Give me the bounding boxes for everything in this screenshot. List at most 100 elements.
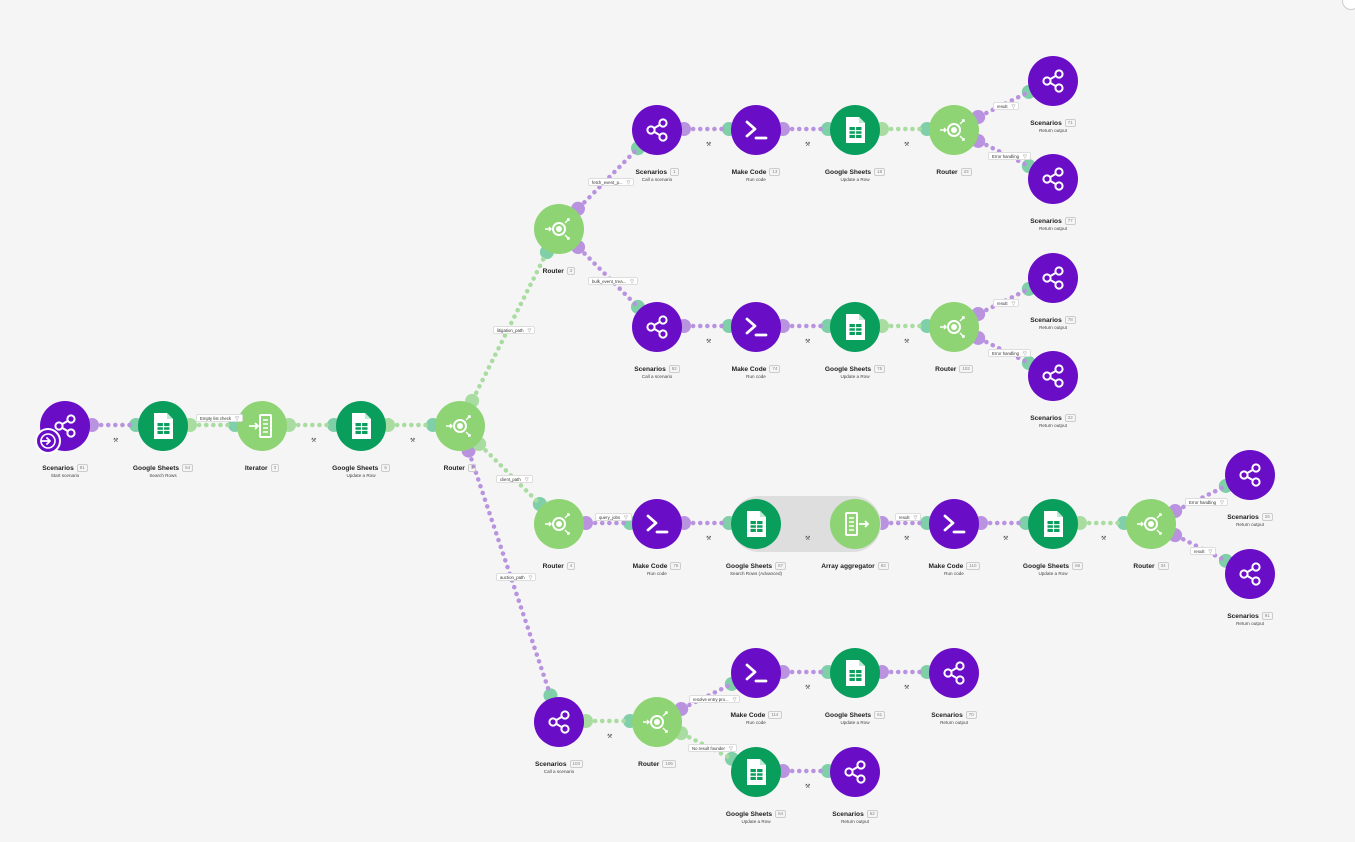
share-icon[interactable] [632, 105, 682, 155]
filter-label[interactable]: Error handling▽ [988, 349, 1031, 357]
wrench-icon[interactable]: ⚒ [1003, 536, 1009, 542]
spreadsheet-icon[interactable] [336, 401, 386, 451]
filter-label[interactable]: auction_path▽ [496, 573, 537, 581]
share-icon[interactable] [1028, 56, 1078, 106]
terminal-icon[interactable] [731, 302, 781, 352]
router-icon[interactable] [1126, 499, 1176, 549]
filter-label[interactable]: No result founder▽ [688, 744, 737, 752]
filter-funnel-icon[interactable]: ▽ [527, 328, 532, 334]
connection-m5-m6[interactable] [470, 251, 549, 402]
wrench-icon[interactable]: ⚒ [904, 142, 910, 148]
filter-funnel-icon[interactable]: ▽ [1011, 301, 1016, 307]
wrench-icon[interactable]: ⚒ [113, 438, 119, 444]
share-icon[interactable] [1028, 154, 1078, 204]
wrench-icon[interactable]: ⚒ [904, 339, 910, 345]
filter-label[interactable]: Error handling▽ [988, 152, 1031, 160]
filter-label[interactable]: result▽ [1190, 547, 1217, 555]
filter-label[interactable]: fetch_event_p...▽ [588, 178, 635, 186]
wrench-icon[interactable]: ⚒ [805, 339, 811, 345]
wrench-icon[interactable]: ⚒ [805, 536, 811, 542]
wrench-icon[interactable]: ⚒ [904, 536, 910, 542]
filter-label[interactable]: query_jobs▽ [595, 513, 632, 521]
filter-funnel-icon[interactable]: ▽ [728, 746, 733, 752]
spreadsheet-icon[interactable] [830, 302, 880, 352]
share-icon[interactable] [632, 302, 682, 352]
filter-funnel-icon[interactable]: ▽ [626, 180, 631, 186]
filter-label[interactable]: Error handling▽ [1185, 498, 1228, 506]
router-icon[interactable] [534, 204, 584, 254]
filter-funnel-icon[interactable]: ▽ [913, 515, 918, 521]
share-icon[interactable] [1028, 351, 1078, 401]
router-icon[interactable] [435, 401, 485, 451]
router-icon[interactable] [534, 499, 584, 549]
terminal-icon[interactable] [632, 499, 682, 549]
iterator-icon[interactable] [237, 401, 287, 451]
wrench-icon[interactable]: ⚒ [805, 685, 811, 691]
share-icon[interactable] [929, 648, 979, 698]
start-trigger-icon[interactable] [35, 428, 61, 454]
filter-funnel-icon[interactable]: ▽ [524, 477, 529, 483]
filter-funnel-icon[interactable]: ▽ [624, 515, 628, 521]
wrench-icon[interactable]: ⚒ [805, 784, 811, 790]
share-icon[interactable] [534, 697, 584, 747]
spreadsheet-icon[interactable] [731, 499, 781, 549]
wrench-icon[interactable]: ⚒ [706, 536, 712, 542]
spreadsheet-icon[interactable] [1028, 499, 1078, 549]
wrench-icon[interactable]: ⚒ [904, 685, 910, 691]
wrench-icon[interactable]: ⚒ [805, 142, 811, 148]
filter-funnel-icon[interactable]: ▽ [1023, 154, 1027, 160]
wrench-icon[interactable]: ⚒ [410, 438, 416, 444]
aggregator-icon[interactable] [830, 499, 880, 549]
filter-funnel-icon[interactable]: ▽ [1208, 549, 1213, 555]
filter-label[interactable]: client_path▽ [496, 475, 533, 483]
filter-funnel-icon[interactable]: ▽ [1220, 500, 1224, 506]
spreadsheet-icon[interactable] [830, 105, 880, 155]
filter-funnel-icon[interactable]: ▽ [235, 416, 239, 422]
spreadsheet-icon[interactable] [138, 401, 188, 451]
filter-funnel-icon[interactable]: ▽ [1011, 104, 1016, 110]
router-icon[interactable] [929, 105, 979, 155]
wrench-icon[interactable]: ⚒ [607, 734, 613, 740]
router-icon[interactable] [929, 302, 979, 352]
spreadsheet-icon[interactable] [731, 747, 781, 797]
filter-funnel-icon[interactable]: ▽ [1023, 351, 1027, 357]
terminal-icon[interactable] [731, 105, 781, 155]
share-icon[interactable] [1225, 549, 1275, 599]
filter-funnel-icon[interactable]: ▽ [528, 575, 533, 581]
share-icon[interactable] [1028, 253, 1078, 303]
wrench-icon[interactable]: ⚒ [311, 438, 317, 444]
filter-funnel-icon[interactable]: ▽ [630, 279, 635, 285]
wrench-icon[interactable]: ⚒ [706, 339, 712, 345]
terminal-icon[interactable] [929, 499, 979, 549]
